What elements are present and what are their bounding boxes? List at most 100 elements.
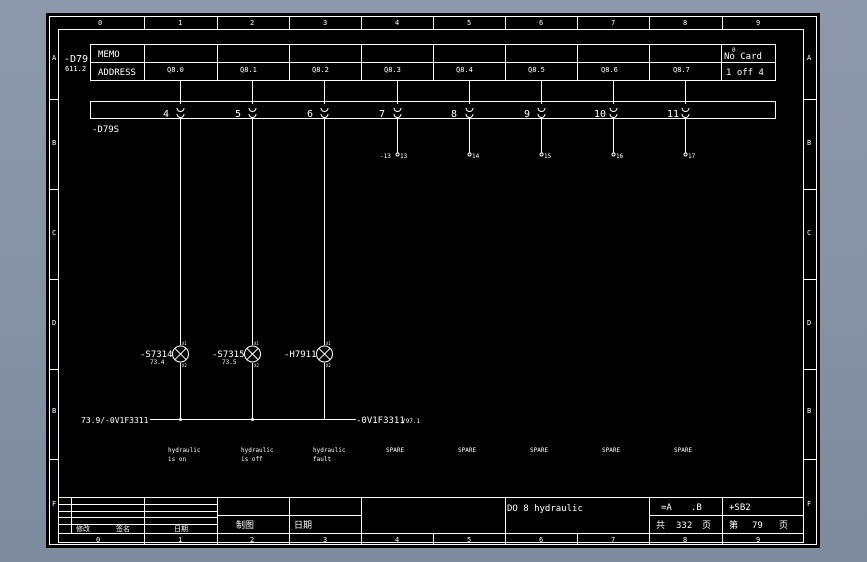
- total-unit: 页: [702, 520, 711, 531]
- lamp-pin-top-3: X1: [326, 341, 331, 346]
- function-label-3: hydraulic: [313, 447, 346, 454]
- address-q8-7: Q8.7: [673, 66, 690, 74]
- row-letter-left-c: C: [52, 229, 56, 237]
- branch-label-17: 17: [688, 153, 696, 160]
- branch-label-minus-13: -13: [380, 153, 391, 160]
- lamp-sub-2: 73.5: [222, 359, 237, 366]
- lamp-tag-2: -S7315: [212, 350, 245, 360]
- branch-label-14: 14: [472, 153, 480, 160]
- function-label-2-line2: is off: [241, 456, 263, 463]
- memo-label: MEMO: [98, 50, 120, 60]
- location-code: +SB2: [729, 503, 751, 513]
- col-number-7: 7: [611, 19, 615, 27]
- row-letter-left-f: F: [52, 500, 56, 508]
- function-label-1-line2: is on: [168, 456, 186, 463]
- total-prefix: 共: [656, 520, 665, 531]
- bus-left-label: 73.9/-0V1F3311: [81, 416, 149, 425]
- col-number-bottom-6: 6: [539, 536, 543, 544]
- terminal-4: 4: [163, 109, 169, 120]
- top-ruler-ticks: [144, 16, 723, 29]
- col-number-bottom-7: 7: [611, 536, 615, 544]
- date-label: 日期: [294, 520, 312, 531]
- col-number-bottom-0: 0: [96, 536, 100, 544]
- col-number-2: 2: [250, 19, 254, 27]
- row-letter-right-e: B: [807, 407, 811, 415]
- row-letter-right-a: A: [807, 54, 812, 62]
- sheet-inner-border: [58, 29, 804, 543]
- col-number-8: 8: [683, 19, 687, 27]
- rev-label-1: 修改: [76, 524, 90, 533]
- spare-channel-drops: [395, 118, 688, 157]
- page-unit: 页: [779, 520, 788, 531]
- address-table: [90, 44, 776, 81]
- address-q8-2: Q8.2: [312, 66, 329, 74]
- card-label: No Card: [724, 52, 762, 62]
- module-label: -D79S: [92, 125, 119, 135]
- col-number-1: 1: [178, 19, 182, 27]
- row-letter-left-e: B: [52, 407, 56, 415]
- col-number-9: 9: [756, 19, 760, 27]
- terminal-5: 5: [235, 109, 241, 120]
- page-number: 79: [752, 521, 763, 531]
- lamp-symbol-1[interactable]: [172, 345, 189, 363]
- device-ref: -D79: [64, 54, 88, 65]
- lamp-tag-1: -S7314: [140, 350, 173, 360]
- col-number-0: 0: [98, 19, 102, 27]
- col-number-bottom-4: 4: [395, 536, 399, 544]
- lamp-wires: [180, 118, 325, 419]
- drawn-label: 制图: [236, 519, 254, 531]
- function-label-3-line2: fault: [313, 456, 331, 463]
- lamp-symbol-3[interactable]: [316, 345, 333, 363]
- branch-label-13: 13: [400, 153, 408, 160]
- function-label-6: SPARE: [530, 447, 548, 454]
- total-pages: 332: [676, 521, 692, 531]
- address-q8-4: Q8.4: [456, 66, 473, 74]
- lamp-pin-bottom-1: X2: [182, 363, 187, 368]
- lamp-sub-1: 73.4: [150, 359, 165, 366]
- card-label-sup: 0: [732, 47, 736, 54]
- col-number-bottom-3: 3: [323, 536, 327, 544]
- terminal-8: 8: [451, 109, 457, 120]
- row-letter-left-d: D: [52, 319, 56, 327]
- terminal-6: 6: [307, 109, 313, 120]
- lamp-pin-top-2: X1: [254, 341, 259, 346]
- lamp-pin-bottom-3: X2: [326, 363, 331, 368]
- title-block-grid: [58, 497, 804, 534]
- rev-label-2: 签名: [116, 524, 130, 533]
- branch-label-15: 15: [544, 153, 552, 160]
- row-letter-right-f: F: [807, 500, 811, 508]
- row-letter-right-b: B: [807, 139, 811, 147]
- address-q8-0: Q8.0: [167, 66, 184, 74]
- page-prefix: 第: [729, 519, 738, 531]
- drawing-canvas[interactable]: 0 1 2 3 4 5 6 7 8 9 0 1 2 3 4 5 6 7 8 9 …: [46, 13, 820, 548]
- col-number-3: 3: [323, 19, 327, 27]
- device-ref-sub: 611.2: [65, 65, 86, 73]
- branch-label-16: 16: [616, 153, 624, 160]
- bus-right-label: -0V1F3311: [356, 416, 405, 426]
- row-letter-right-c: C: [807, 229, 811, 237]
- lamp-symbol-2[interactable]: [244, 345, 261, 363]
- lamp-pin-top-1: X1: [182, 341, 187, 346]
- address-q8-1: Q8.1: [240, 66, 257, 74]
- function-label-2: hydraulic: [241, 447, 274, 454]
- col-number-bottom-2: 2: [250, 536, 254, 544]
- bus-right-sub: /97.1: [402, 418, 420, 425]
- terminal-connections: [176, 80, 690, 118]
- row-letter-left-b: B: [52, 139, 56, 147]
- equip-b: .B: [691, 503, 702, 513]
- col-number-bottom-8: 8: [683, 536, 687, 544]
- lamp-tag-3: -H7911: [284, 350, 317, 360]
- col-number-bottom-1: 1: [178, 536, 182, 544]
- function-label-7: SPARE: [602, 447, 620, 454]
- bottom-ruler-ticks: [144, 533, 723, 545]
- function-label-4: SPARE: [386, 447, 404, 454]
- address-q8-5: Q8.5: [528, 66, 545, 74]
- lamp-pin-bottom-2: X2: [254, 363, 259, 368]
- sheet-outer-border: [49, 16, 817, 545]
- function-label-8: SPARE: [674, 447, 692, 454]
- function-label-1: hydraulic: [168, 447, 201, 454]
- col-number-bottom-5: 5: [467, 536, 471, 544]
- col-number-6: 6: [539, 19, 543, 27]
- card-value: 1 off 4: [726, 68, 764, 78]
- terminal-11: 11: [667, 109, 679, 120]
